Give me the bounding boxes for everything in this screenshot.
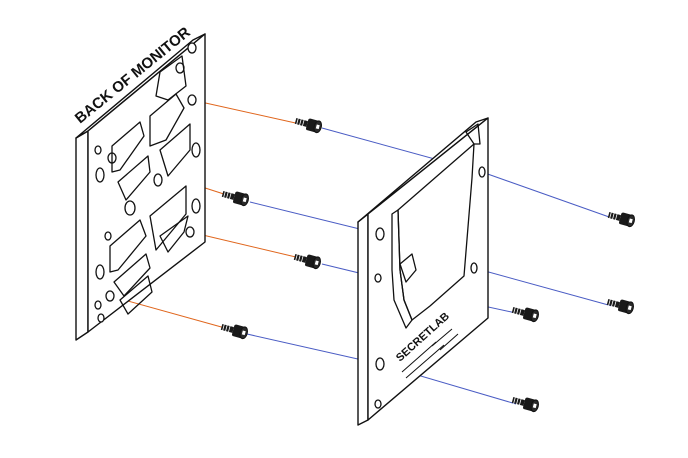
plate-cutout: [149, 185, 187, 251]
monitor-plate: BACK OF MONITOR: [72, 24, 206, 341]
mount-hole: [97, 313, 105, 323]
adapter-hole: [478, 166, 486, 178]
guide-line-orange: [191, 99, 301, 125]
adapter-notch: [399, 253, 417, 283]
screw: [605, 295, 636, 316]
screw: [293, 114, 324, 135]
screw: [219, 320, 250, 341]
monitor-plate-face: [87, 33, 206, 333]
plate-cutout: [155, 55, 187, 101]
adapter-hole: [470, 262, 478, 274]
plate-cutout: [159, 215, 189, 253]
adapter-hole: [374, 399, 382, 409]
engraving-fine-print: [401, 328, 459, 379]
adapter-hole: [375, 227, 385, 241]
screw: [220, 187, 251, 208]
plate-cutout: [111, 121, 145, 173]
screw: [606, 208, 637, 229]
monitor-plate-edge: [75, 130, 89, 341]
mount-hole: [95, 167, 105, 183]
adapter-hole: [375, 357, 385, 371]
guide-line-orange: [189, 231, 301, 259]
plate-cutout: [109, 219, 147, 273]
guide-line-orange: [109, 295, 226, 329]
plate-cutout: [159, 123, 191, 177]
screw: [510, 303, 541, 324]
mount-hole: [94, 145, 102, 155]
mount-hole: [185, 226, 195, 238]
adapter-rail-inner: [391, 209, 413, 329]
screw: [510, 393, 541, 414]
mount-hole: [94, 300, 102, 310]
adapter-lip: [465, 123, 481, 145]
adapter-plate: SECRETLAB: [357, 117, 489, 426]
screw: [292, 250, 323, 271]
center-hole: [104, 231, 112, 241]
mount-hole: [191, 142, 201, 158]
plate-cutout: [119, 275, 153, 315]
mount-hole: [191, 198, 201, 214]
adapter-hole: [374, 273, 382, 283]
center-hole: [153, 173, 163, 187]
mount-hole: [95, 264, 105, 280]
mount-hole: [187, 42, 197, 54]
guide-line-blue: [473, 267, 613, 307]
mount-hole: [187, 94, 197, 106]
plate-cutout: [117, 155, 151, 201]
adapter-plate-edge: [357, 213, 369, 426]
mount-hole: [105, 290, 115, 302]
adapter-plate-face: [367, 117, 489, 421]
center-hole: [124, 200, 136, 216]
guide-line-blue: [481, 171, 613, 219]
plate-cutout: [113, 253, 151, 297]
